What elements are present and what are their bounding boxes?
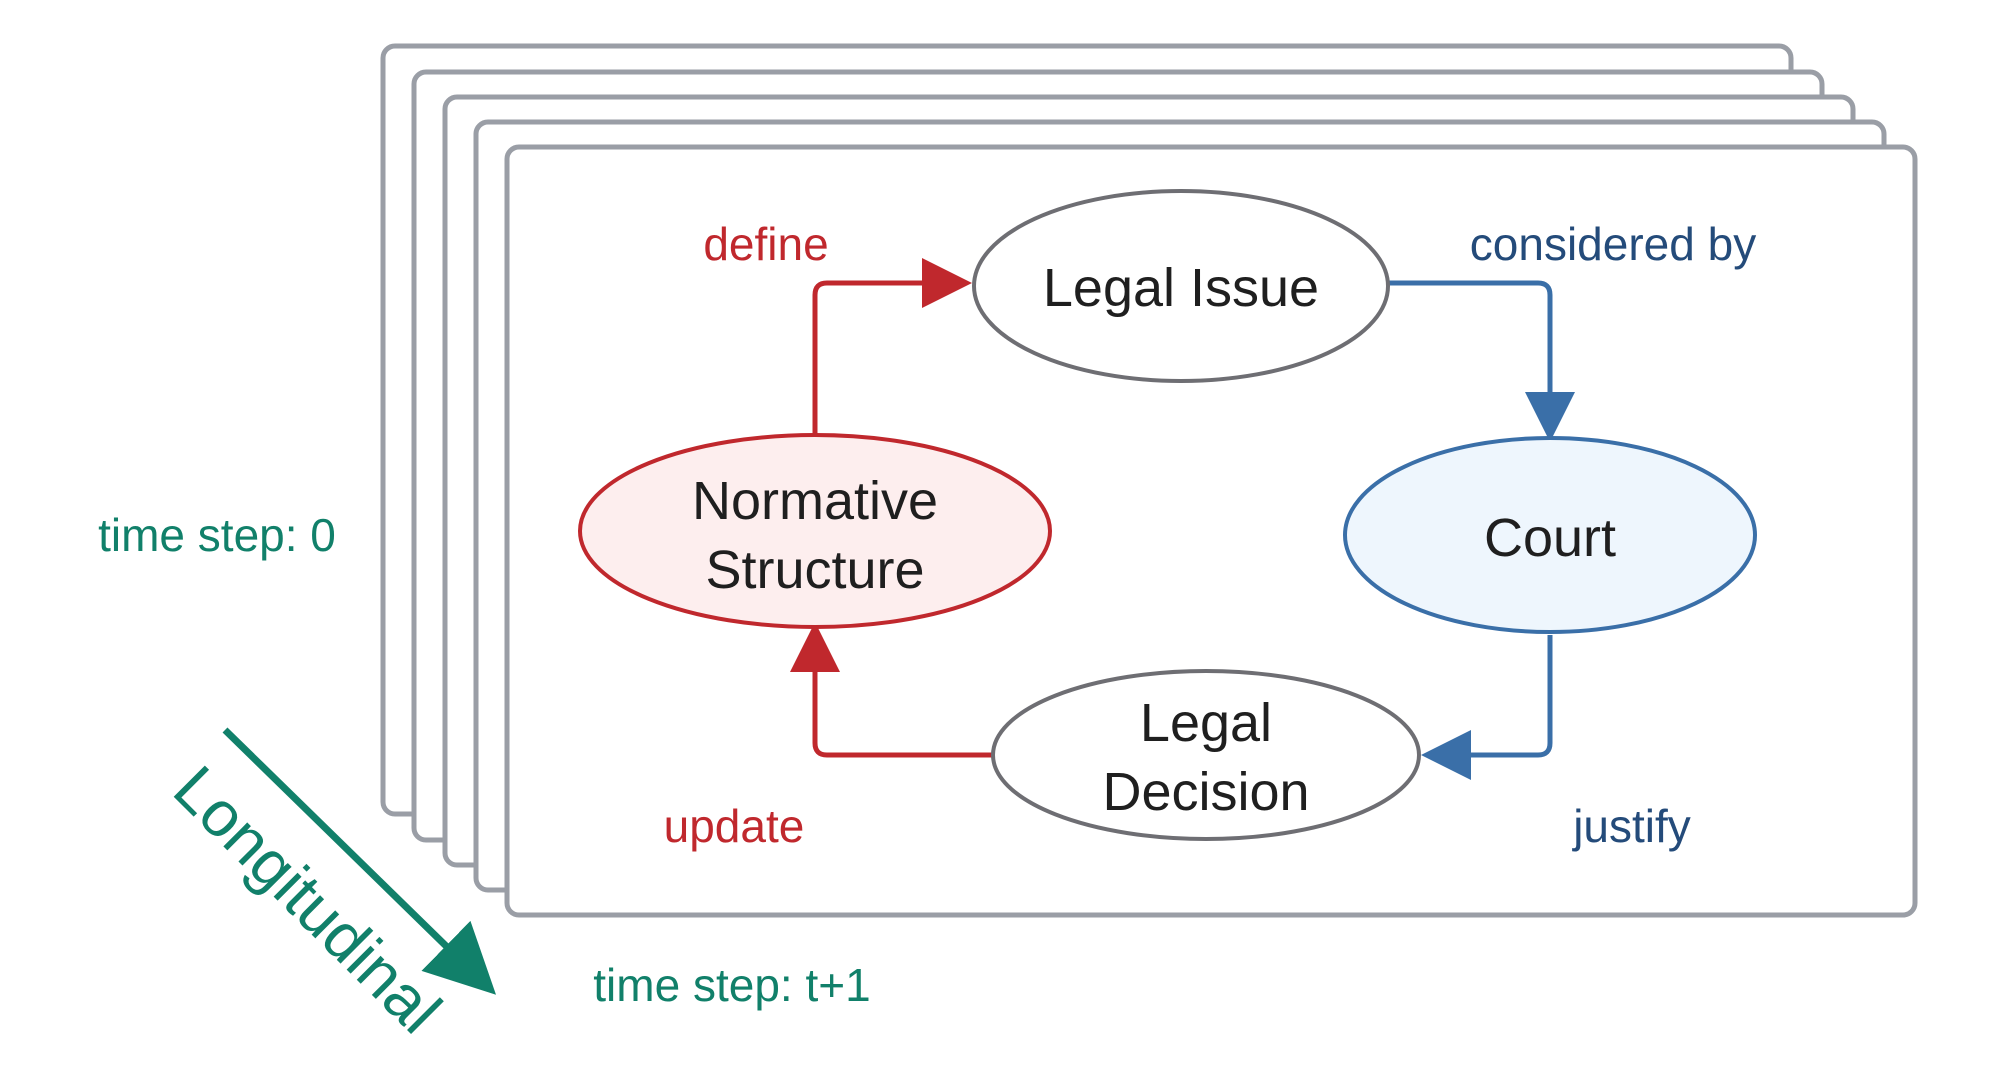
update-label: update <box>664 800 805 852</box>
node-legal-issue: Legal Issue <box>972 189 1390 383</box>
legal-decision-ellipse <box>991 669 1421 841</box>
normative-structure-ellipse <box>578 433 1052 629</box>
define-arrow <box>812 258 972 437</box>
longitudinal-arrow <box>222 727 497 995</box>
court-ellipse <box>1343 436 1757 634</box>
legal-decision-label-line-2: Decision <box>1102 762 1309 822</box>
edges <box>790 258 1575 780</box>
define-label: define <box>703 218 828 270</box>
update-arrow <box>790 622 993 758</box>
justify-arrow <box>1421 635 1553 780</box>
normative-structure-label-line-2: Structure <box>705 540 924 600</box>
frame-front <box>504 144 1918 918</box>
node-court: Court <box>1343 436 1757 634</box>
time-step-next-label: time step: t+1 <box>593 959 870 1011</box>
court-label: Court <box>1484 508 1616 568</box>
node-normative-structure: Normative Structure <box>578 433 1052 629</box>
justify-label: justify <box>1571 800 1691 852</box>
time-step-start-label: time step: 0 <box>98 509 336 561</box>
normative-structure-label-line-1: Normative <box>692 471 938 531</box>
legal-issue-ellipse <box>972 189 1390 383</box>
considered-by-arrow <box>1389 280 1575 442</box>
legal-issue-label: Legal Issue <box>1043 258 1319 318</box>
considered-by-label: considered by <box>1470 218 1756 270</box>
legal-decision-label-line-1: Legal <box>1140 693 1272 753</box>
node-legal-decision: Legal Decision <box>991 669 1421 841</box>
